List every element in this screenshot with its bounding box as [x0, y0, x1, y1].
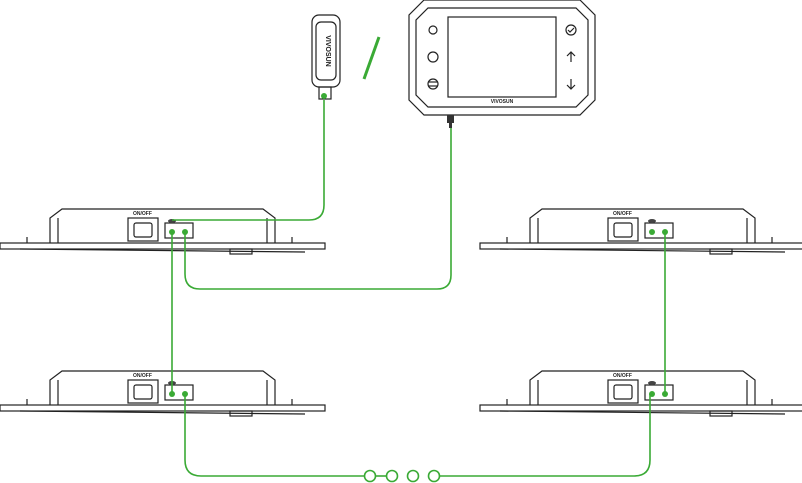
- cable-br-chain: [440, 394, 651, 477]
- separator-text: or: [0, 0, 2, 1]
- power-label: ON/OFF: [133, 211, 152, 217]
- power-label: ON/OFF: [133, 373, 152, 379]
- arrow-up-icon: [566, 51, 576, 62]
- sun-icon: [428, 25, 438, 35]
- grow-light-top-right: [479, 208, 802, 255]
- grow-light-bottom-right: [479, 370, 802, 417]
- fan-icon: [427, 51, 439, 63]
- controller: VIVOSUN: [408, 0, 596, 128]
- menu-icon: [427, 78, 439, 90]
- controller-brand: VIVOSUN: [491, 99, 514, 105]
- check-icon: [565, 24, 577, 36]
- power-label: ON/OFF: [613, 373, 632, 379]
- cable-controller-to-light: [184, 128, 452, 290]
- cable-bl-chain: [184, 394, 364, 477]
- dongle-brand: VIVOSUN: [324, 35, 331, 67]
- power-label: ON/OFF: [613, 211, 632, 217]
- grow-light-top-left: [0, 208, 326, 255]
- grow-light-bottom-left: [0, 370, 326, 417]
- cable-dongle-to-light: [172, 100, 325, 221]
- arrow-down-icon: [566, 79, 576, 90]
- usb-dongle: VIVOSUN: [311, 14, 341, 100]
- continuation-dots: [363, 469, 441, 483]
- or-separator: [362, 36, 381, 80]
